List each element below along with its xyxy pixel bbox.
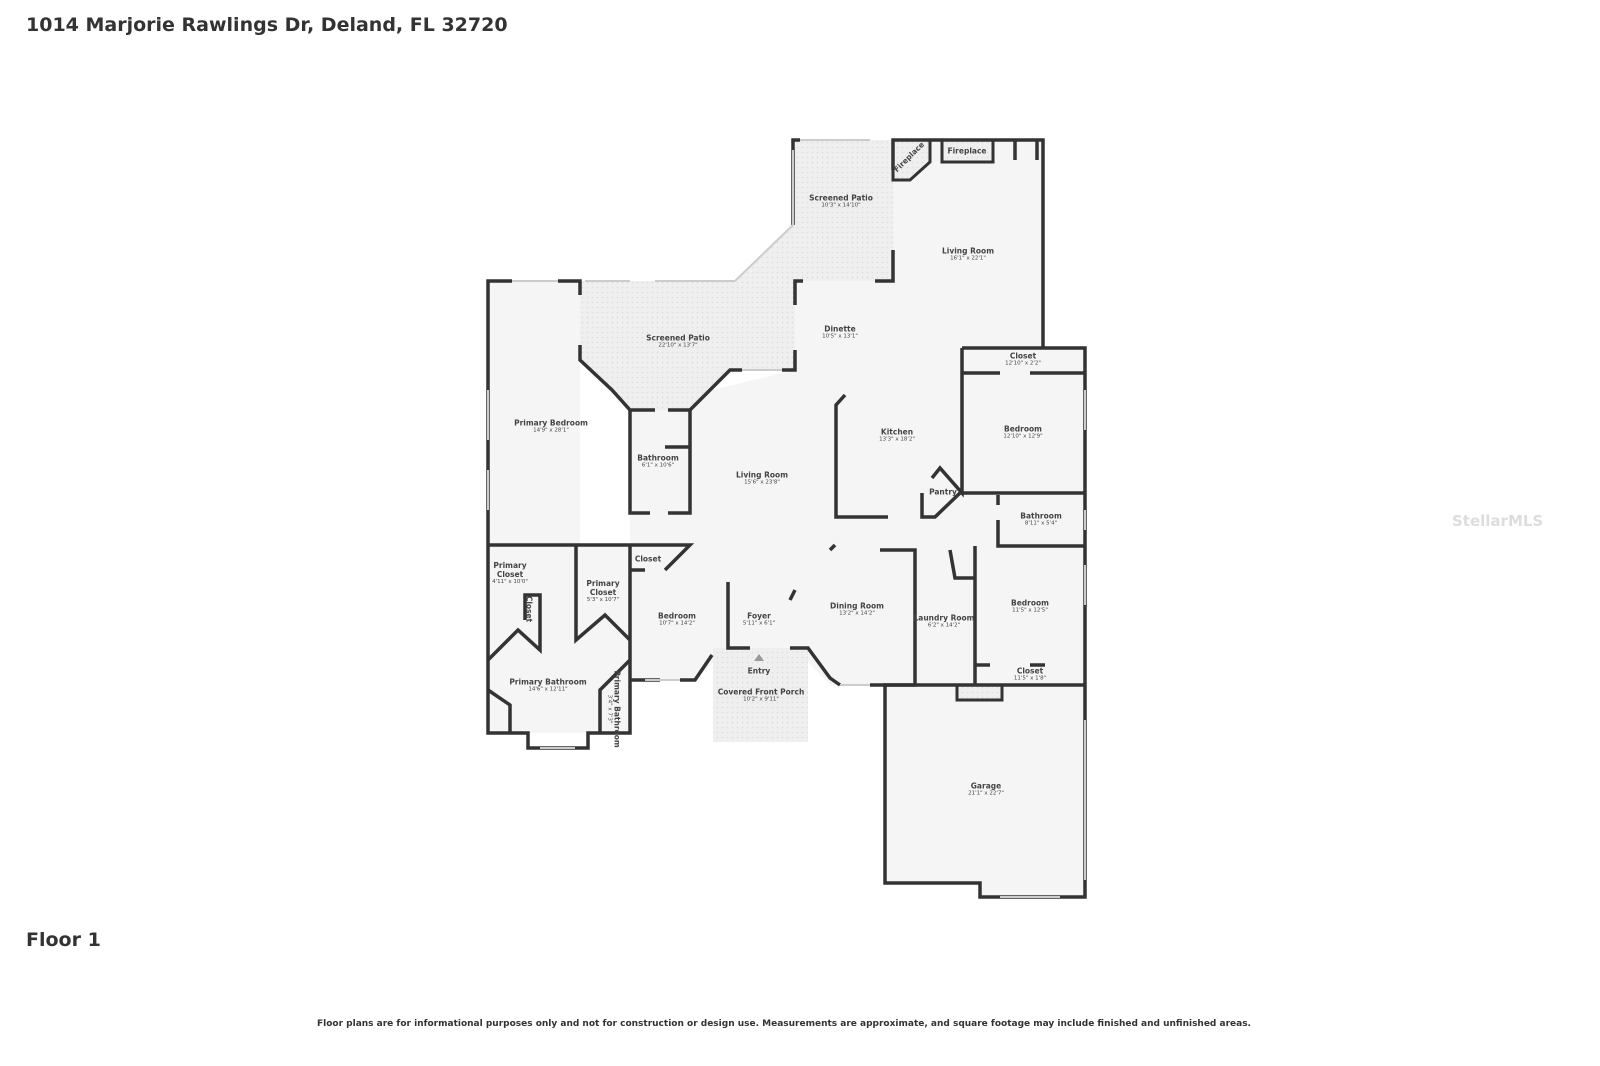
room-label: Pantry [929, 487, 957, 497]
watermark: StellarMLS [1452, 512, 1544, 530]
room-label: Closet [634, 554, 662, 564]
room-label: Entry [747, 666, 771, 676]
fixtures [891, 138, 1004, 702]
disclaimer: Floor plans are for informational purpos… [317, 1019, 1251, 1029]
room-label: Closet [524, 595, 534, 623]
entry-arrow-icon [754, 654, 764, 661]
property-address: 1014 Marjorie Rawlings Dr, Deland, FL 32… [26, 14, 508, 36]
fireplace-label: Fireplace [947, 146, 987, 156]
floor-label: Floor 1 [26, 929, 101, 951]
windows [487, 139, 1086, 898]
